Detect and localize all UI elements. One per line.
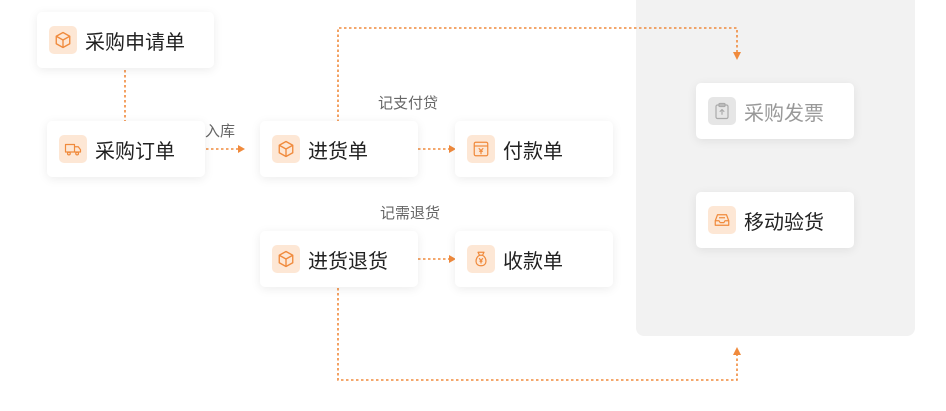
edge-label-record-return: 记需退货 [380, 204, 441, 222]
arrow-head [449, 145, 456, 153]
arrow-head [238, 145, 245, 153]
payment-icon [467, 135, 495, 163]
inbox-icon [708, 206, 736, 234]
box-icon [49, 26, 77, 54]
node-payment[interactable]: 付款单 [455, 121, 613, 177]
node-label: 采购发票 [744, 100, 824, 125]
node-label: 采购申请单 [85, 29, 185, 54]
edge-label-to-stock: 入库 [205, 122, 236, 140]
connector-return-to-inspection [337, 288, 738, 381]
box-icon [272, 245, 300, 273]
arrow-head [733, 52, 741, 60]
edge-label-record-payable: 记支付贷 [378, 94, 439, 112]
invoice-icon [708, 97, 736, 125]
node-collection[interactable]: 收款单 [455, 231, 613, 287]
node-purchase-request[interactable]: 采购申请单 [37, 12, 214, 68]
arrow-head [733, 347, 741, 355]
extension-panel [636, 0, 915, 336]
node-purchase-invoice[interactable]: 采购发票 [696, 83, 854, 139]
node-label: 进货单 [308, 138, 368, 163]
arrow-head [449, 255, 456, 263]
node-label: 付款单 [503, 138, 563, 163]
node-receipt[interactable]: 进货单 [260, 121, 418, 177]
money-bag-icon [467, 245, 495, 273]
node-label: 移动验货 [744, 209, 824, 234]
node-mobile-inspection[interactable]: 移动验货 [696, 192, 854, 248]
node-label: 进货退货 [308, 248, 388, 273]
node-purchase-order[interactable]: 采购订单 [47, 121, 205, 177]
box-icon [272, 135, 300, 163]
node-label: 收款单 [503, 248, 563, 273]
connector-receipt-to-invoice [337, 27, 738, 122]
truck-icon [59, 135, 87, 163]
node-purchase-return[interactable]: 进货退货 [260, 231, 418, 287]
node-label: 采购订单 [95, 138, 175, 163]
